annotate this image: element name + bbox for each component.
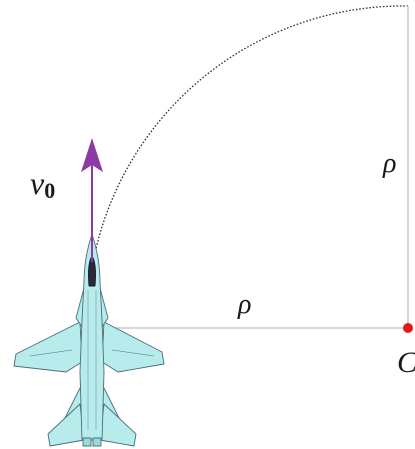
velocity-arrow-head (81, 138, 103, 172)
fighter-jet-icon (13, 233, 165, 447)
center-point-label: C (397, 346, 415, 379)
radius-label-horizontal: ρ (237, 289, 251, 320)
radius-label-vertical: ρ (382, 148, 396, 179)
velocity-label: v0 (30, 165, 55, 203)
center-point-dot (403, 323, 413, 333)
trajectory-arc (91, 5, 409, 269)
